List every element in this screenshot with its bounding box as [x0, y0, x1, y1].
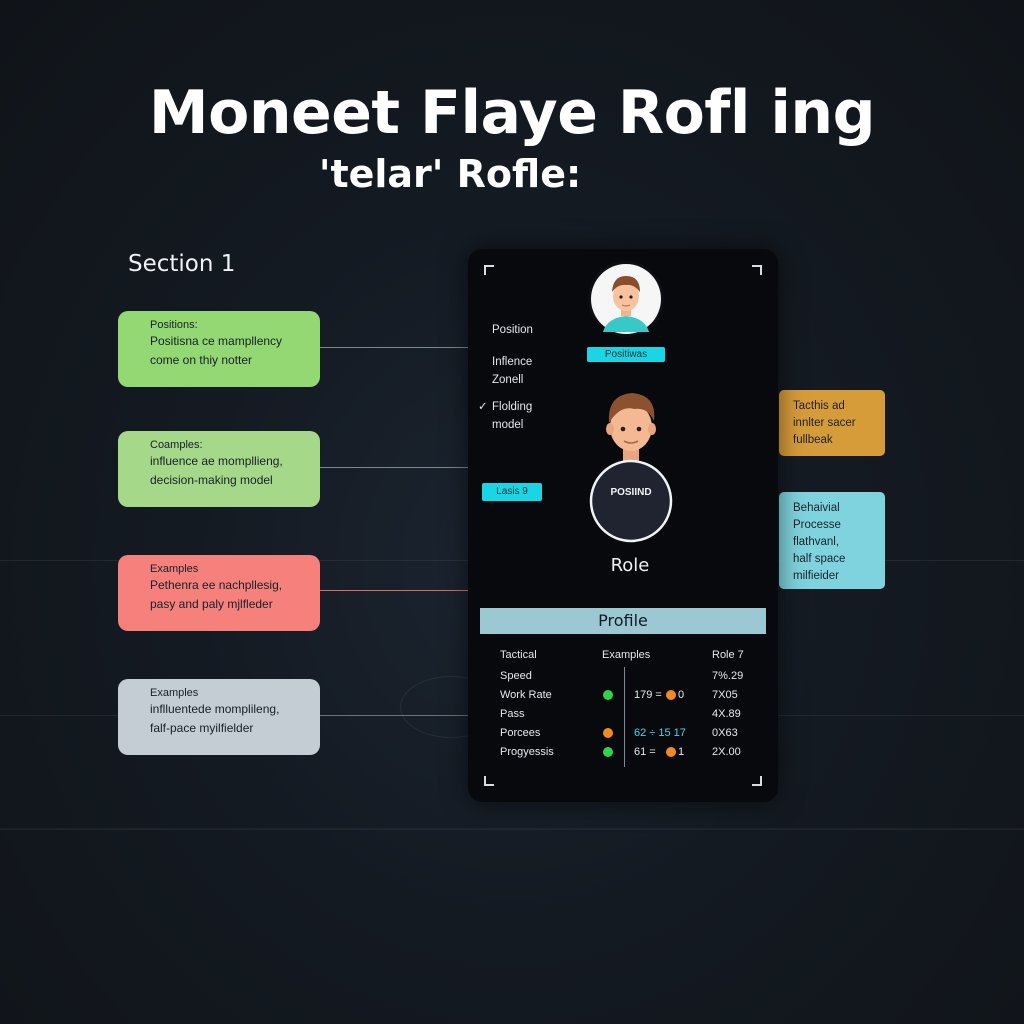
- callout-text: inflluentede momplileng,: [150, 702, 280, 716]
- side-tag-text: milfieider: [793, 570, 840, 582]
- side-tag-text: Processe: [793, 519, 841, 531]
- corner-bracket-icon: [752, 776, 762, 786]
- side-tag-text: half space: [793, 553, 846, 565]
- row-metric: 179 =: [634, 689, 662, 701]
- menu-item-label: model: [492, 419, 524, 431]
- callout-heading: Positions:: [150, 319, 198, 331]
- menu-item-holding-model[interactable]: ✓ Flolding model: [478, 398, 532, 434]
- row-metric: 62 ÷ 15 17: [634, 727, 686, 739]
- row-value: 7%.29: [712, 670, 744, 682]
- connector-line: [320, 715, 468, 716]
- connector-line: [320, 347, 468, 348]
- page-title: Moneet Flaye Rofl ing: [148, 78, 876, 148]
- corner-bracket-icon: [484, 265, 494, 275]
- status-dot: [603, 728, 613, 738]
- row-value: 0X63: [712, 727, 738, 739]
- row-value: 2X.00: [712, 746, 741, 758]
- row-label: Speed: [500, 670, 532, 682]
- side-tag-text: Tacthis ad: [793, 400, 845, 412]
- menu-item-label: Zonell: [492, 374, 524, 386]
- row-metric: 1: [678, 746, 685, 758]
- callout-examples-influence[interactable]: Coamples: influence ae mompllieng, decis…: [118, 431, 320, 507]
- role-label: Role: [610, 555, 650, 576]
- row-label: Porcees: [500, 727, 541, 739]
- position-tag[interactable]: Positiwas: [587, 347, 665, 362]
- callout-text: come on thiy notter: [150, 353, 253, 367]
- corner-bracket-icon: [484, 776, 494, 786]
- side-tag-text: flathvanl,: [793, 536, 840, 548]
- section-label: Section 1: [128, 251, 236, 277]
- status-dot: [666, 690, 676, 700]
- callout-examples-passing[interactable]: Examples Pethenra ee nachpllesig, pasy a…: [118, 555, 320, 631]
- menu-item-position[interactable]: Position: [492, 324, 533, 336]
- callout-text: Positisna ce mampllency: [150, 334, 283, 348]
- corner-bracket-icon: [752, 265, 762, 275]
- side-tag-text: Behaivial: [793, 502, 840, 514]
- position-badge-text: POSIIND: [610, 487, 652, 498]
- table-header: Examples: [602, 649, 651, 661]
- row-value: 4X.89: [712, 708, 741, 720]
- callout-text: pasy and paly mjlfleder: [150, 597, 273, 611]
- status-dot: [603, 747, 613, 757]
- check-icon: ✓: [478, 401, 488, 413]
- menu-item-label: Inflence: [492, 356, 533, 368]
- row-metric: 61 =: [634, 746, 656, 758]
- row-label: Progyessis: [500, 746, 554, 758]
- callout-text: falf-pace myilfielder: [150, 721, 254, 735]
- row-value: 7X05: [712, 689, 738, 701]
- avatar-large-icon: [589, 393, 673, 543]
- column-divider: [624, 667, 625, 767]
- table-header: Tactical: [500, 649, 537, 661]
- callout-heading: Examples: [150, 687, 199, 699]
- side-tag-behavioral[interactable]: Behaivial Processe flathvanl, half space…: [779, 492, 885, 589]
- row-label: Work Rate: [500, 689, 552, 701]
- pitch-line-bottom: [0, 828, 1024, 830]
- connector-line: [320, 467, 468, 468]
- row-label: Pass: [500, 708, 525, 720]
- connector-line: [320, 590, 468, 591]
- status-dot: [666, 747, 676, 757]
- status-dot: [603, 690, 613, 700]
- callout-text: decision-making model: [150, 473, 273, 487]
- callout-text: Pethenra ee nachpllesig,: [150, 578, 283, 592]
- callout-heading: Coamples:: [150, 439, 203, 451]
- callout-heading: Examples: [150, 563, 199, 575]
- side-tag-text: innlter sacer: [793, 417, 856, 429]
- label-tag[interactable]: Lasis 9: [482, 483, 542, 501]
- page-subtitle: 'telar' Rofle:: [318, 152, 582, 196]
- menu-item-label: Flolding: [492, 401, 533, 413]
- callout-examples-halfspace[interactable]: Examples inflluentede momplileng, falf-p…: [118, 679, 320, 755]
- avatar-small-icon: [588, 261, 664, 337]
- profile-header: Profile: [480, 608, 766, 634]
- callout-positions[interactable]: Positions: Positisna ce mampllency come …: [118, 311, 320, 387]
- profile-panel: Position Inflence Zonell ✓ Flolding model…: [468, 249, 778, 802]
- menu-item-influence[interactable]: Inflence Zonell: [492, 353, 532, 389]
- side-tag-text: fullbeak: [793, 434, 833, 446]
- side-tag-tactics[interactable]: Tacthis ad innlter sacer fullbeak: [779, 390, 885, 456]
- callout-text: influence ae mompllieng,: [150, 454, 283, 468]
- table-header: Role 7: [712, 649, 744, 661]
- row-metric: 0: [678, 689, 685, 701]
